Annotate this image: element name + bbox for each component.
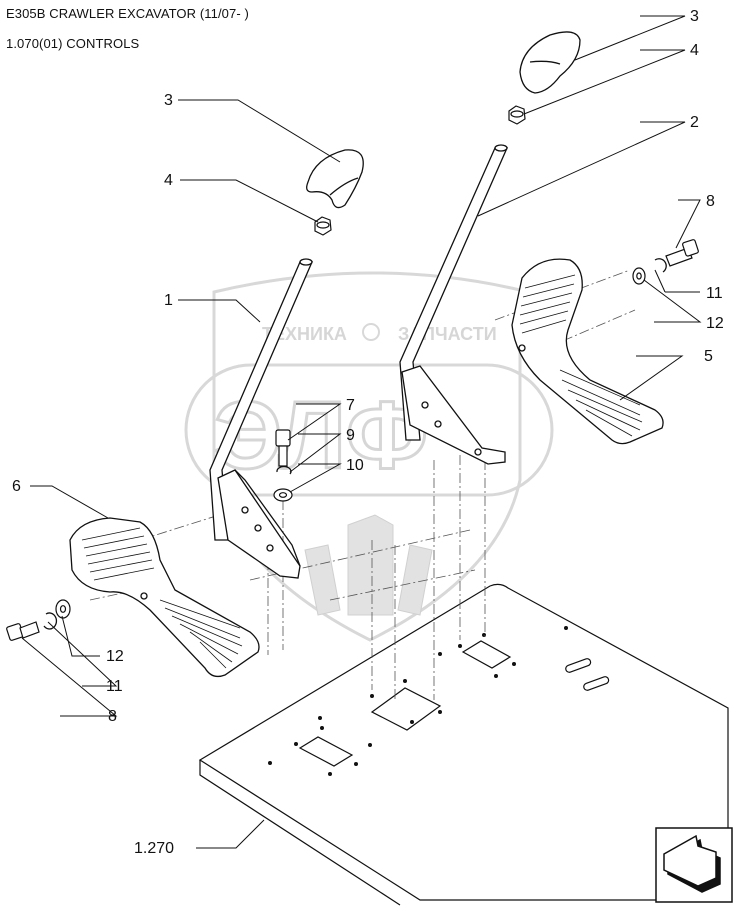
callout-bolt-right: 8 <box>706 193 715 210</box>
washer-left <box>55 599 71 619</box>
pedal-right <box>511 258 664 445</box>
floor-plate <box>198 583 729 906</box>
pedal-left-hole <box>140 592 148 600</box>
floor-plate-top <box>198 583 729 901</box>
lockwasher-center <box>276 465 292 475</box>
callout-grip-right: 3 <box>690 8 699 25</box>
lever-left-rod-tip <box>299 258 313 266</box>
callout-washer-right: 12 <box>706 315 724 332</box>
leader-lines <box>21 15 702 849</box>
lockwasher-left <box>43 612 58 630</box>
callout-lockwasher-right: 11 <box>706 285 723 302</box>
nut-right <box>508 105 526 125</box>
washer-right <box>632 267 646 285</box>
nut-left <box>314 216 332 236</box>
callout-bolt-center: 7 <box>346 397 355 414</box>
callout-pedal-left: 6 <box>12 478 21 495</box>
bolt-left <box>6 621 40 641</box>
callout-washer-left: 12 <box>106 648 124 665</box>
lever-right <box>399 144 508 465</box>
callout-bolt-left: 8 <box>108 708 117 725</box>
callout-lockwasher-left: 11 <box>106 678 123 695</box>
pedal-right-hole <box>518 344 526 352</box>
floor-cutout-left <box>298 736 354 767</box>
lever-left-bracket-edge <box>234 469 301 567</box>
floor-cutout-center <box>370 687 442 731</box>
watermark-oval <box>184 363 554 497</box>
watermark-gear-icon <box>362 323 380 341</box>
pedal-left <box>69 517 260 678</box>
callout-nut-right: 4 <box>690 42 699 59</box>
callout-lockwasher-center: 9 <box>346 427 355 444</box>
diagram-title: E305B CRAWLER EXCAVATOR (11/07- ) <box>6 6 249 21</box>
lever-right-hole-3 <box>474 448 482 456</box>
lever-right-rod-tip <box>494 144 508 152</box>
watermark-wheat-center <box>347 514 394 616</box>
watermark-wheat-left <box>304 544 341 616</box>
grip-right <box>519 31 581 94</box>
lever-right-hole-2 <box>434 420 442 428</box>
callout-lever-right: 2 <box>690 114 699 131</box>
next-page-arrow-icon[interactable] <box>655 827 733 903</box>
bolt-center <box>275 429 291 467</box>
lockwasher-right <box>654 258 667 273</box>
lever-right-hole-1 <box>421 401 429 409</box>
lever-right-bracket <box>401 365 506 465</box>
floor-plate-edge <box>199 760 401 906</box>
lever-left-hole-2 <box>254 524 262 532</box>
diagram-subtitle: 1.070(01) CONTROLS <box>6 36 140 51</box>
callout-grip-left: 3 <box>164 92 173 109</box>
watermark-wheat-right <box>397 544 433 616</box>
lever-left-hole-3 <box>266 544 274 552</box>
callout-washer-center: 10 <box>346 457 364 474</box>
callout-labels: 3 4 3 4 2 8 1 11 12 5 7 9 10 6 12 11 8 1… <box>12 8 724 857</box>
floor-cutout-right <box>461 640 512 669</box>
floor-slot-1 <box>565 658 592 673</box>
callout-lever-left: 1 <box>164 292 173 309</box>
grip-left <box>306 149 364 209</box>
callout-pedal-right: 5 <box>704 348 713 365</box>
pedal-right-treads <box>519 274 643 437</box>
washer-center <box>273 488 293 502</box>
callout-nut-left: 4 <box>164 172 173 189</box>
callout-floor-ref: 1.270 <box>134 840 174 857</box>
bolt-right <box>665 239 699 267</box>
pedal-left-treads <box>81 527 243 669</box>
lever-left <box>209 258 313 579</box>
floor-slot-2 <box>583 676 610 691</box>
lever-left-hole-1 <box>241 506 249 514</box>
